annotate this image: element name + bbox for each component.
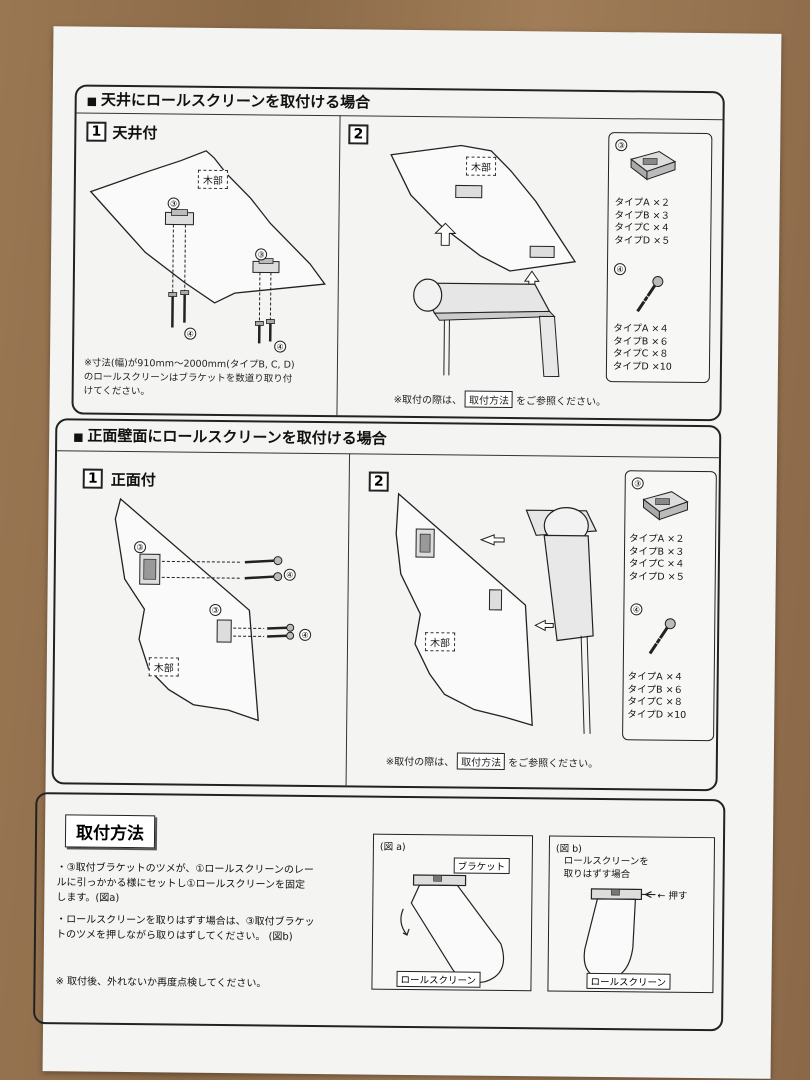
wall-step2-number: 2 <box>368 471 389 492</box>
screw-icon <box>636 276 664 313</box>
ceiling-step2-number: 2 <box>348 124 369 145</box>
wall-callout-3a: ③ <box>133 541 147 554</box>
wall-step1-label: 正面付 <box>110 470 156 490</box>
figure-a-roll-label: ロールスクリーン <box>396 970 481 988</box>
wall-method-ref-box: 取付方法 <box>457 752 506 770</box>
ceiling-method-ref-box: 取付方法 <box>464 390 514 409</box>
wall-wood-label-1: 木部 <box>148 657 179 677</box>
wall-parts-bracket-no: ③ <box>631 477 644 490</box>
method-final-note: ※ 取付後、外れないか再度点検してください。 <box>55 976 267 990</box>
wall-ref-note: ※取付の際は、取付方法をご参照ください。 <box>386 752 599 771</box>
figure-b-push-label: ← 押す <box>657 890 688 902</box>
method-bullet-1: ・③取付ブラケットのツメが、①ロールスクリーンのレー ルに引っかかる様にセットし… <box>56 862 314 904</box>
ceiling-step1-number: 1 <box>86 121 107 142</box>
ceiling-step1-diagram <box>89 150 327 344</box>
wall-callout-3b: ③ <box>209 603 222 617</box>
ceiling-step1-label: 天井付 <box>112 123 158 143</box>
ceiling-parts-screw-no: ④ <box>613 263 627 276</box>
ceiling-screw-counts: タイプA ×４ タイプB ×６ タイプC ×８ タイプD ×10 <box>612 323 672 373</box>
instruction-sheet: 天井にロールスクリーンを取付ける場合 1 天井付 木部 ③ ③ <box>33 26 782 1079</box>
ceiling-callout-3b: ③ <box>255 248 268 261</box>
ceiling-parts-bracket-no: ③ <box>615 139 628 152</box>
ceiling-ref-note: ※取付の際は、取付方法をご参照ください。 <box>394 390 607 409</box>
figure-b-remove-text: ロールスクリーンを 取りはずす場合 <box>563 855 649 881</box>
figure-b: (図 b) ロールスクリーンを 取りはずす場合 ← 押す ロールスクリーン <box>547 835 716 994</box>
wall-step2-diagram <box>395 492 598 734</box>
figure-b-roll-label: ロールスクリーン <box>586 972 671 990</box>
wall-section-title: 正面壁面にロールスクリーンを取付ける場合 <box>73 424 387 448</box>
ceiling-callout-4a: ④ <box>184 327 197 340</box>
arrow-left-icon: ← <box>657 890 666 902</box>
ceiling-step2-diagram <box>390 144 577 378</box>
wall-bracket-counts: タイプA ×２ タイプB ×３ タイプC ×４ タイプD ×５ <box>628 533 686 583</box>
wall-callout-4a: ④ <box>283 568 296 581</box>
screw-icon <box>648 618 676 655</box>
bracket-icon <box>630 151 677 181</box>
figure-a-bracket-label: ブラケット <box>453 857 510 875</box>
wall-parts-box: ③ タイプA ×２ タイプB ×３ タイプC ×４ タイプD ×５ ④ <box>622 470 717 742</box>
figure-a-caption: (図 a) <box>379 841 406 853</box>
ceiling-wood-label-2: 木部 <box>465 156 497 176</box>
ceiling-callout-3a: ③ <box>167 197 180 210</box>
figure-a: (図 a) ブラケット ロールスクリーン <box>371 833 534 992</box>
ceiling-wood-label-1: 木部 <box>197 169 228 190</box>
figure-a-drawing <box>400 874 505 984</box>
method-bullet-2: ・ロールスクリーンを取りはずす場合は、③取付ブラケッ トのツメを押しながら取りは… <box>55 914 315 943</box>
wall-step1-number: 1 <box>82 468 103 489</box>
ceiling-parts-box: ③ タイプA ×２ タイプB ×３ タイプC ×４ タイプD ×５ ④ <box>605 132 713 384</box>
method-title: 取付方法 <box>64 814 156 849</box>
wall-parts-screw-no: ④ <box>630 603 643 616</box>
ceiling-size-note: ※寸法(幅)が910mm～2000mm(タイプB, C, D) のロールスクリー… <box>83 357 295 398</box>
wall-wood-label-2: 木部 <box>424 632 456 652</box>
ceiling-section-title: 天井にロールスクリーンを取付ける場合 <box>87 89 371 113</box>
wall-screw-counts: タイプA ×４ タイプB ×６ タイプC ×８ タイプD ×10 <box>627 671 687 721</box>
ceiling-callout-4b: ④ <box>274 340 287 353</box>
bracket-icon <box>642 491 689 521</box>
ceiling-mount-section: 天井にロールスクリーンを取付ける場合 1 天井付 木部 ③ ③ <box>71 84 725 422</box>
wall-callout-4b: ④ <box>299 628 312 641</box>
ceiling-bracket-counts: タイプA ×２ タイプB ×３ タイプC ×４ タイプD ×５ <box>614 197 671 247</box>
wall-mount-section: 正面壁面にロールスクリーンを取付ける場合 1 正面付 ③ ④ ③ ④ 木部 <box>51 418 722 792</box>
mounting-method-section: 取付方法 ・③取付ブラケットのツメが、①ロールスクリーンのレー ルに引っかかる様… <box>33 792 726 1032</box>
figure-b-caption: (図 b) <box>555 843 582 855</box>
figure-b-drawing <box>583 888 656 980</box>
